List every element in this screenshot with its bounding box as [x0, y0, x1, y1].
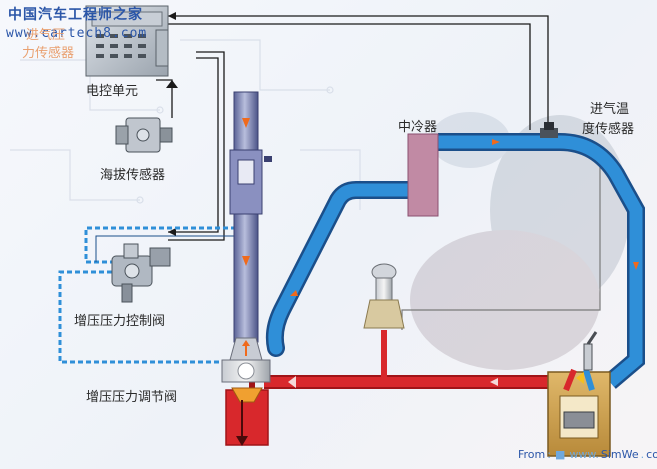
watermark-cn: 中国汽车工程师之家 — [8, 7, 143, 23]
credit-site: SimWe — [600, 448, 639, 461]
engine-cylinder — [547, 331, 611, 457]
wire-boost-control-valve — [168, 57, 219, 233]
intake-flow-arrows — [290, 139, 639, 296]
credit-tld: com — [646, 448, 657, 461]
label-intake-temp-sensor-line1: 进气温 — [590, 102, 630, 117]
label-ecu: 电控单元 — [86, 84, 139, 99]
credit-prefix: From — [518, 448, 546, 461]
signal-wires — [156, 12, 549, 241]
ecu-unit — [85, 5, 169, 77]
label-intercooler: 中冷器 — [398, 120, 438, 135]
label-intake-pressure-sensor-line2: 力传感器 — [22, 46, 75, 61]
turbocharger — [221, 91, 272, 383]
exhaust-pipe — [225, 330, 550, 446]
label-boost-regulating-valve: 增压压力调节阀 — [86, 390, 178, 405]
label-altitude-sensor: 海拔传感器 — [100, 168, 166, 183]
intake-pipe — [265, 133, 645, 389]
label-intake-temp-sensor-line2: 度传感器 — [582, 122, 635, 137]
watermark-url: www.cartech8.com — [6, 26, 148, 41]
intake-temp-sensor — [540, 122, 558, 138]
background-circuit-pattern — [10, 39, 361, 210]
intercooler — [407, 133, 439, 217]
altitude-sensor — [115, 117, 173, 153]
wire-intake-temp-sensor — [168, 15, 549, 130]
wastegate-actuator — [363, 263, 405, 329]
boost-control-valve — [111, 243, 171, 303]
label-boost-control-valve: 增压压力控制阀 — [74, 314, 166, 329]
label-intake-pressure-sensor-line1: 进气压 — [26, 28, 66, 43]
source-credit: From:■www.SimWe.com — [518, 448, 657, 461]
